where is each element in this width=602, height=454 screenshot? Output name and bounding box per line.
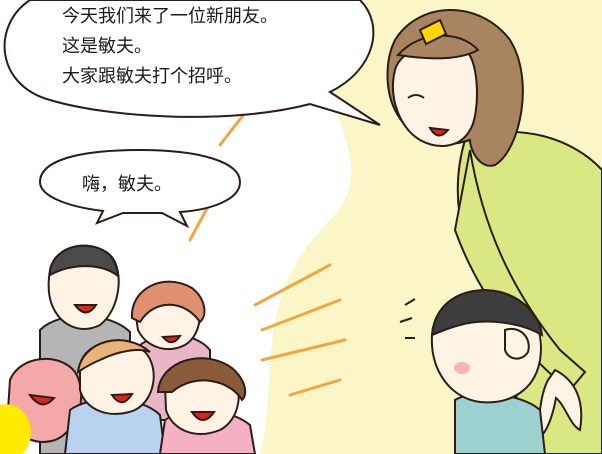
kid-girl-back-hair <box>130 280 206 324</box>
teacher-mouth <box>428 126 450 137</box>
kids-speech-line: 嗨，敏夫。 <box>82 174 172 195</box>
toshio-ear <box>504 327 530 360</box>
teacher-speech-line-3: 大家跟敏夫打个招呼。 <box>62 66 242 87</box>
kid-girl-front-hair <box>156 357 247 402</box>
yellow-corner-shape <box>0 404 31 454</box>
teacher-hairband <box>418 18 448 46</box>
teacher-arm <box>453 149 587 392</box>
toshio-body <box>454 393 547 454</box>
teacher-speech-line-1: 今天我们来了一位新朋友。 <box>62 6 278 27</box>
kids-speech-bubble <box>38 148 242 229</box>
kid-boy-front-hair <box>76 339 151 375</box>
kid-boy-front-mouth <box>110 392 134 404</box>
kid-girl-front-mouth <box>190 411 216 421</box>
sweat-marks <box>399 298 416 339</box>
toshio-hair <box>430 289 544 337</box>
toshio-figure <box>399 289 547 454</box>
teacher-bangs <box>396 34 480 60</box>
kid-boy-back-mouth <box>73 304 98 314</box>
kid-left-mouth <box>27 393 56 406</box>
kid-boy-back-hair <box>49 244 120 279</box>
kid-girl-back-mouth <box>160 334 182 344</box>
teacher-speech-line-2: 这是敏夫。 <box>62 36 152 57</box>
toshio-cheek <box>454 362 470 374</box>
teacher-eye <box>407 94 425 99</box>
teacher-figure <box>386 9 602 454</box>
kids-group <box>6 244 257 454</box>
teacher-speech-bubble <box>3 0 381 126</box>
